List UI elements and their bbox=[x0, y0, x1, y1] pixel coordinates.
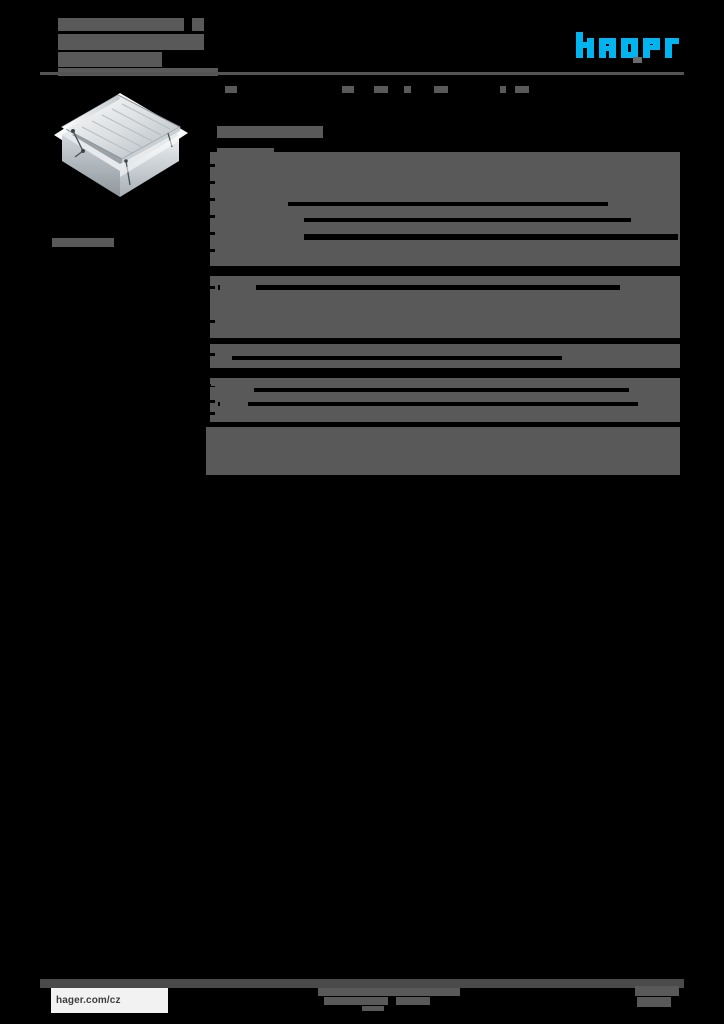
document-title-line-3 bbox=[58, 52, 162, 67]
table-row[interactable] bbox=[206, 378, 680, 422]
specification-table bbox=[206, 152, 680, 475]
section-label bbox=[217, 126, 323, 138]
page-footer: hager.com/cz bbox=[40, 979, 684, 1015]
logo-registered-mark bbox=[633, 57, 642, 63]
footer-center-line-2 bbox=[324, 997, 388, 1005]
footer-divider bbox=[40, 979, 684, 988]
document-title-line-1-suffix bbox=[192, 18, 204, 31]
table-row[interactable] bbox=[206, 427, 680, 475]
table-row[interactable] bbox=[206, 152, 680, 270]
footer-page-number bbox=[635, 986, 679, 1008]
table-row[interactable] bbox=[206, 276, 680, 338]
footer-center-line-3 bbox=[396, 997, 430, 1005]
footer-center-line-1 bbox=[318, 988, 460, 996]
product-image-caption bbox=[52, 238, 114, 247]
page-title bbox=[217, 86, 562, 105]
hager-logo[interactable] bbox=[576, 32, 680, 58]
table-row-gap bbox=[206, 368, 680, 378]
footer-website-link[interactable]: hager.com/cz bbox=[51, 988, 168, 1013]
document-title bbox=[58, 18, 218, 76]
document-title-line-1 bbox=[58, 18, 184, 31]
product-photo bbox=[48, 85, 193, 215]
footer-page-number-line-2 bbox=[637, 997, 671, 1007]
footer-center-text bbox=[318, 988, 460, 1011]
footer-center-line-4 bbox=[362, 1006, 384, 1011]
page-header bbox=[40, 10, 684, 78]
document-title-line-2 bbox=[58, 34, 204, 50]
footer-page-number-line-1 bbox=[635, 986, 679, 996]
table-row[interactable] bbox=[206, 344, 680, 368]
header-divider bbox=[40, 72, 684, 75]
